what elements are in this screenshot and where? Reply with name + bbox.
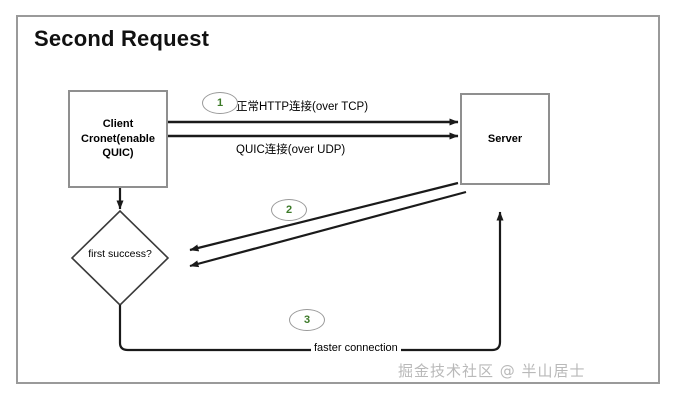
step-marker-1: 1: [202, 92, 238, 114]
edge-server-response-2: [189, 190, 467, 268]
edge-faster-connection: [118, 211, 504, 352]
node-client-line-3: QUIC): [102, 147, 134, 160]
node-client-line-2: Cronet(enable: [81, 132, 155, 145]
edge-label-faster-connection: faster connection: [311, 342, 401, 354]
watermark-text: 掘金技术社区 @ 半山居士: [398, 362, 586, 380]
node-server[interactable]: Server: [460, 93, 550, 185]
diagram-title: Second Request: [34, 26, 210, 51]
edge-label-http: 正常HTTP连接(over TCP): [236, 101, 369, 113]
node-client[interactable]: Client Cronet(enable QUIC): [68, 90, 168, 188]
step-marker-3: 3: [289, 309, 325, 331]
decision-label: first success?: [88, 248, 152, 260]
step-marker-2: 2: [271, 199, 307, 221]
diagram-frame: [16, 15, 660, 384]
node-client-line-1: Client: [102, 117, 134, 130]
edge-server-response-1: [189, 181, 459, 252]
edge-label-quic: QUIC连接(over UDP): [236, 144, 346, 156]
node-server-label: Server: [487, 132, 523, 145]
